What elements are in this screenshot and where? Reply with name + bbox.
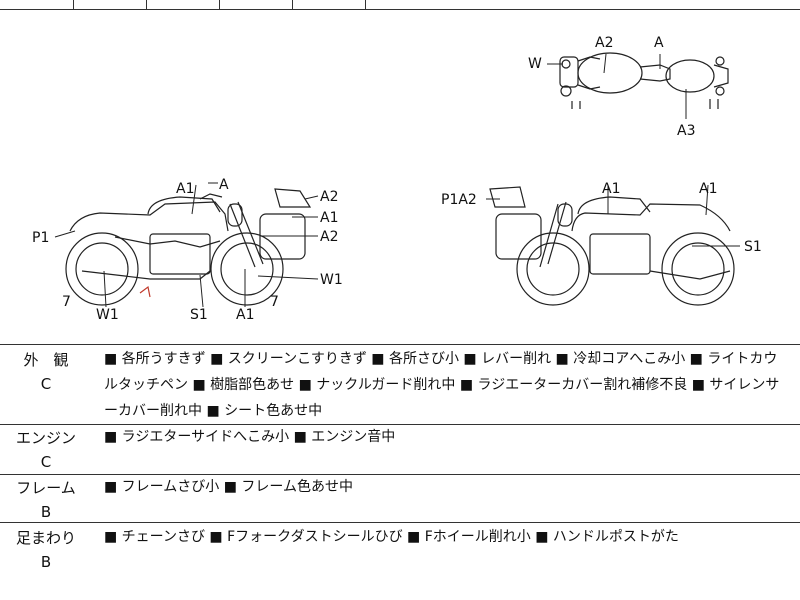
category-label: 外 観 [23, 351, 69, 369]
label-right-s1: S1 [744, 239, 762, 255]
row-divider [0, 474, 800, 475]
top-cell-divider [365, 0, 366, 9]
label-leader-lines [54, 53, 740, 308]
left-side-motorcycle [65, 188, 312, 306]
top-cell-divider [219, 0, 220, 9]
top-view-motorcycle [559, 52, 729, 109]
top-cell-divider [73, 0, 74, 9]
condition-row-suspension: 足まわり B ■ チェーンさび ■ Fフォークダストシールひび ■ Fホイール削… [0, 522, 800, 600]
row-divider [0, 522, 800, 523]
top-cell-divider [146, 0, 147, 9]
category-cell: 足まわり B [0, 526, 92, 574]
label-left-a2-fork: A2 [320, 229, 338, 245]
diagram-top-border [0, 9, 800, 10]
label-top-a3: A3 [677, 123, 695, 139]
grade-label: C [40, 453, 52, 471]
label-left-p1: P1 [32, 230, 49, 246]
red-mark-icon [139, 285, 151, 298]
motorcycle-diagram-svg: W A2 A A3 A1 A A2 A1 A2 P1 W1 7 W1 S1 A1… [32, 35, 762, 323]
condition-row-exterior: 外 観 C ■ 各所うすきず ■ スクリーンこすりきず ■ 各所さび小 ■ レバ… [0, 344, 800, 424]
grade-label: B [40, 553, 52, 571]
label-left-s1: S1 [190, 307, 208, 323]
condition-items: ■ フレームさび小 ■ フレーム色あせ中 [104, 479, 353, 495]
label-left-7-right: 7 [270, 294, 279, 310]
label-top-w: W [528, 56, 542, 72]
diagram-bottom-border [0, 344, 800, 345]
label-left-a2-cowl: A2 [320, 189, 338, 205]
category-label: 足まわり [15, 529, 76, 547]
row-divider [0, 424, 800, 425]
label-left-a1-bottom: A1 [236, 307, 254, 323]
top-cell-divider [292, 0, 293, 9]
label-right-a1-tail: A1 [699, 181, 717, 197]
label-right-p1a2: P1A2 [441, 192, 477, 208]
label-left-w1-bottom: W1 [96, 307, 119, 323]
category-cell: フレーム B [0, 476, 92, 524]
condition-items: ■ ラジエターサイドへこみ小 ■ エンジン音中 [104, 429, 396, 445]
condition-items: ■ 各所うすきず ■ スクリーンこすりきず ■ 各所さび小 ■ レバー削れ ■ … [104, 351, 780, 419]
label-left-7-left: 7 [62, 294, 71, 310]
label-left-a1-tank: A1 [176, 181, 194, 197]
grade-label: B [40, 503, 52, 521]
label-right-a1-tank: A1 [602, 181, 620, 197]
right-side-motorcycle [489, 186, 735, 306]
label-left-a1-cowl: A1 [320, 210, 338, 226]
label-left-a-lever: A [219, 177, 229, 193]
category-cell: 外 観 C [0, 348, 92, 396]
label-top-a2: A2 [595, 35, 613, 51]
condition-items: ■ チェーンさび ■ Fフォークダストシールひび ■ Fホイール削れ小 ■ ハン… [104, 529, 679, 545]
condition-row-engine: エンジン C ■ ラジエターサイドへこみ小 ■ エンジン音中 [0, 424, 800, 474]
label-top-a: A [654, 35, 664, 51]
category-label: エンジン [15, 429, 76, 447]
damage-diagram: W A2 A A3 A1 A A2 A1 A2 P1 W1 7 W1 S1 A1… [0, 9, 800, 344]
grade-label: C [40, 375, 52, 393]
label-left-w1-right: W1 [320, 272, 343, 288]
category-cell: エンジン C [0, 426, 92, 474]
condition-row-frame: フレーム B ■ フレームさび小 ■ フレーム色あせ中 [0, 474, 800, 522]
category-label: フレーム [16, 479, 76, 497]
